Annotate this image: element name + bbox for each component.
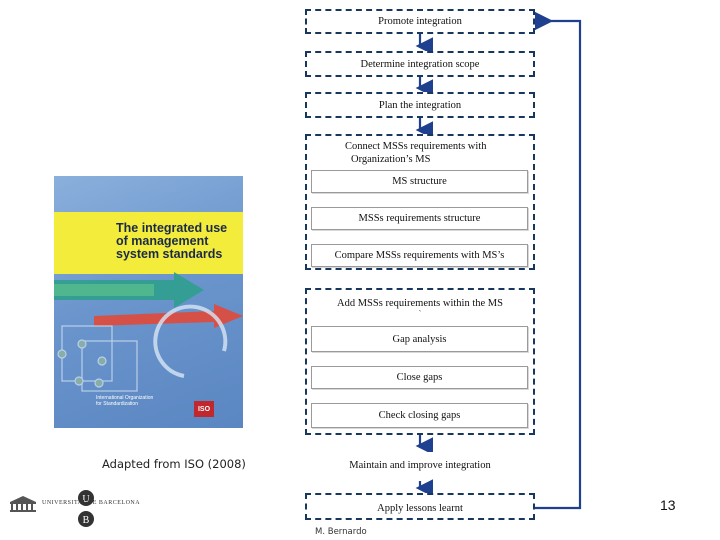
- university-name: UNIVERSITAT DE BARCELONA: [42, 500, 141, 506]
- substep-check-closing: Check closing gaps: [311, 403, 528, 428]
- step-determine-scope: Determine integration scope: [305, 51, 535, 77]
- step-plan-integration: Plan the integration: [305, 92, 535, 118]
- author-name: M. Bernardo: [315, 527, 367, 537]
- connect-line-2: Organization’s MS: [351, 154, 431, 165]
- cover-green-arrow: [54, 272, 204, 308]
- substep-compare: Compare MSSs requirements with MS’s: [311, 244, 528, 267]
- cover-title-band: [54, 212, 243, 274]
- check-label: Check closing gaps: [378, 410, 461, 421]
- iso-book-cover: The integrated use of management system …: [54, 176, 243, 428]
- university-building-icon: [10, 496, 36, 512]
- ub-circle-u: [78, 490, 94, 506]
- gap-label: Gap analysis: [392, 333, 447, 345]
- substep-mss-structure: MSSs requirements structure: [311, 207, 528, 230]
- add-line-1: Add MSSs requirements within the MS: [337, 298, 503, 309]
- substep-gap-analysis: Gap analysis: [311, 326, 528, 352]
- maintain-label: Maintain and improve integration: [349, 459, 491, 471]
- substep-close-gaps: Close gaps: [311, 366, 528, 389]
- connect-line-1: Connect MSSs requirements with: [345, 141, 487, 152]
- feedback-loop-arrow: [533, 11, 582, 510]
- iso-logo: ISO: [194, 401, 214, 417]
- step-maintain-improve: Maintain and improve integration: [306, 452, 534, 478]
- ub-circle-b: [78, 511, 94, 527]
- step-plan-label: Plan the integration: [378, 99, 462, 111]
- ms-structure-label: MS structure: [392, 176, 447, 187]
- page-number: 13: [660, 497, 676, 513]
- substep-ms-structure: MS structure: [311, 170, 528, 193]
- compare-label: Compare MSSs requirements with MS’s: [334, 250, 505, 261]
- cover-title: The integrated use of management system …: [116, 221, 228, 261]
- cover-diagram-graphic: [57, 304, 228, 392]
- close-label: Close gaps: [396, 372, 443, 383]
- step-apply-lessons: Apply lessons learnt: [305, 493, 535, 520]
- figure-caption: Adapted from ISO (2008): [102, 457, 246, 471]
- cover-artwork: [54, 272, 243, 392]
- step-promote-integration: Promote integration: [305, 9, 535, 34]
- apply-label: Apply lessons learnt: [377, 503, 463, 514]
- svg-text:U: U: [82, 494, 90, 505]
- step-promote-label: Promote integration: [378, 16, 462, 27]
- mss-structure-label: MSSs requirements structure: [358, 213, 481, 224]
- add-line-2: `: [418, 309, 422, 318]
- step-determine-label: Determine integration scope: [360, 58, 480, 70]
- university-logo: U B: [10, 490, 94, 527]
- cover-organization: International Organization for Standardi…: [96, 395, 154, 407]
- svg-text:B: B: [83, 515, 90, 526]
